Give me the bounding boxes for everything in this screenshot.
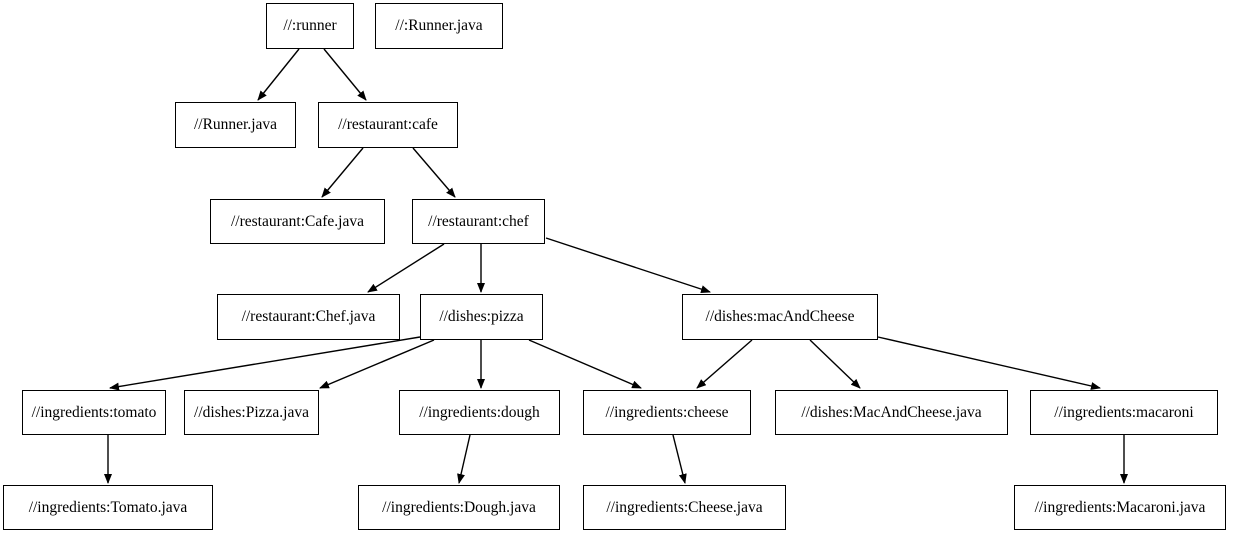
graph-node-ingredients-dough-java[interactable]: //ingredients:Dough.java bbox=[358, 485, 560, 530]
graph-node-label: //ingredients:Tomato.java bbox=[28, 498, 188, 516]
graph-node-label: //ingredients:cheese bbox=[605, 403, 729, 421]
graph-node-label: //ingredients:tomato bbox=[31, 403, 157, 421]
graph-node-restaurant-cafe-java[interactable]: //restaurant:Cafe.java bbox=[210, 199, 385, 244]
graph-node-dishes-macandcheese[interactable]: //dishes:macAndCheese bbox=[682, 294, 878, 340]
graph-node-label: //restaurant:Chef.java bbox=[241, 308, 376, 326]
graph-node-label: //Runner.java bbox=[193, 116, 278, 134]
graph-node-label: //ingredients:Dough.java bbox=[382, 498, 536, 516]
graph-node-label: //restaurant:Cafe.java bbox=[231, 212, 364, 230]
graph-node-ingredients-cheese-java[interactable]: //ingredients:Cheese.java bbox=[583, 485, 786, 530]
graph-node-label: //restaurant:chef bbox=[428, 212, 529, 230]
graph-node-label: //dishes:pizza bbox=[439, 308, 524, 326]
graph-node-restaurant-chef-java[interactable]: //restaurant:Chef.java bbox=[217, 294, 400, 340]
graph-node-label: //dishes:Pizza.java bbox=[194, 403, 309, 421]
graph-node-ingredients-cheese[interactable]: //ingredients:cheese bbox=[583, 390, 751, 435]
graph-node-runner-java[interactable]: //Runner.java bbox=[175, 102, 296, 148]
graph-node-runner-java-root[interactable]: //:Runner.java bbox=[375, 3, 503, 49]
graph-node-dishes-pizza[interactable]: //dishes:pizza bbox=[420, 294, 543, 340]
graph-node-restaurant-cafe[interactable]: //restaurant:cafe bbox=[318, 102, 458, 148]
graph-node-restaurant-chef[interactable]: //restaurant:chef bbox=[412, 199, 545, 244]
graph-node-label: //:runner bbox=[283, 17, 337, 35]
graph-node-label: //ingredients:Cheese.java bbox=[606, 498, 763, 516]
graph-node-ingredients-tomato[interactable]: //ingredients:tomato bbox=[22, 390, 166, 435]
graph-node-label: //dishes:macAndCheese bbox=[705, 308, 855, 326]
graph-node-ingredients-macaroni[interactable]: //ingredients:macaroni bbox=[1030, 390, 1218, 435]
graph-node-ingredients-tomato-java[interactable]: //ingredients:Tomato.java bbox=[3, 485, 213, 530]
graph-node-label: //dishes:MacAndCheese.java bbox=[801, 403, 982, 421]
graph-node-label: //ingredients:Macaroni.java bbox=[1034, 498, 1206, 516]
graph-node-label: //ingredients:dough bbox=[419, 403, 540, 421]
graph-node-ingredients-dough[interactable]: //ingredients:dough bbox=[399, 390, 560, 435]
graph-node-dishes-pizza-java[interactable]: //dishes:Pizza.java bbox=[184, 390, 319, 435]
graph-node-label: //:Runner.java bbox=[395, 17, 483, 35]
graph-node-label: //restaurant:cafe bbox=[338, 116, 438, 134]
graph-node-runner-target[interactable]: //:runner bbox=[266, 3, 354, 49]
graph-node-label: //ingredients:macaroni bbox=[1054, 403, 1194, 421]
graph-node-ingredients-macaroni-java[interactable]: //ingredients:Macaroni.java bbox=[1014, 485, 1226, 530]
graph-node-dishes-macandcheese-java[interactable]: //dishes:MacAndCheese.java bbox=[775, 390, 1008, 435]
